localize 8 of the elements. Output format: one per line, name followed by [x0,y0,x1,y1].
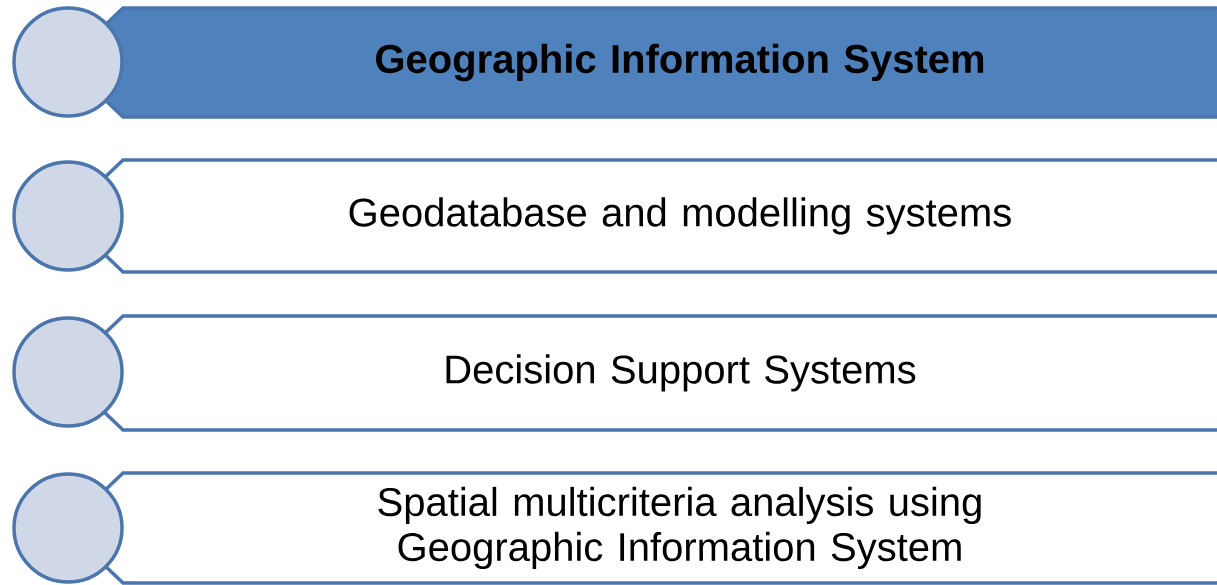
circle [12,160,124,272]
banner: Spatial multicriteria analysis using Geographic Information System [88,471,1217,585]
banner: Geographic Information System [88,6,1217,119]
circle [12,6,124,118]
banner: Decision Support Systems [88,314,1217,432]
circle [12,472,124,584]
banner: Geodatabase and modelling systems [88,158,1217,274]
circle [12,316,124,428]
